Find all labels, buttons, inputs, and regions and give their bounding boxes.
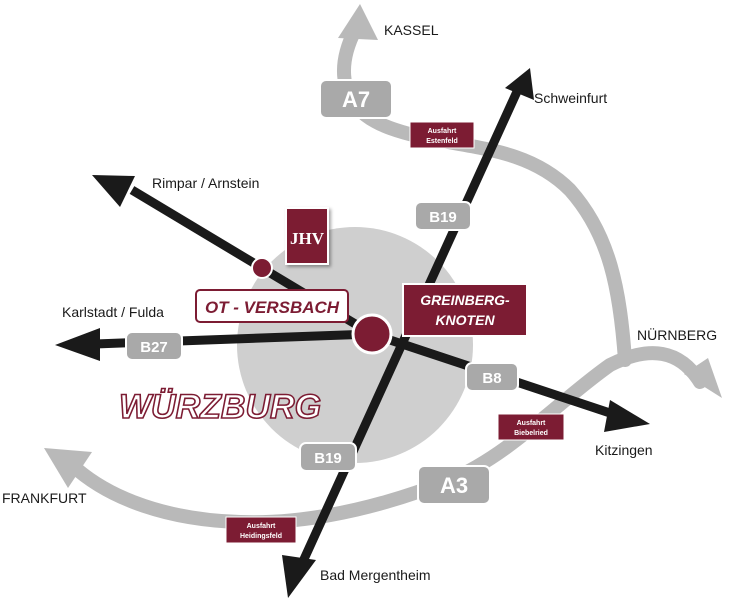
arrow-frankfurt-icon [44,448,92,488]
road-label-b27: B27 [125,331,183,361]
place-bad-mergentheim: Bad Mergentheim [320,567,431,583]
exit-heidingsfeld: Ausfahrt Heidingsfeld [225,516,297,544]
road-label-a7: A7 [319,79,393,119]
exit-estenfeld-line1: Ausfahrt [428,128,457,135]
location-dot-icon [251,257,273,279]
place-kitzingen: Kitzingen [595,442,653,458]
exit-estenfeld-line2: Estenfeld [426,138,458,145]
greinberg-line2: KNOTEN [435,312,495,328]
a7-label: A7 [342,87,370,112]
logo-text: JHV [290,229,325,248]
road-label-a3: A3 [417,465,491,505]
road-label-b19-north: B19 [414,201,472,231]
greinberg-knoten-marker: GREINBERG- KNOTEN [402,283,528,337]
exit-biebelried-line1: Ausfahrt [517,420,546,427]
place-rimpar: Rimpar / Arnstein [152,175,259,191]
arrow-nuernberg-icon [684,358,722,398]
place-kassel: KASSEL [384,22,439,38]
place-karlstadt: Karlstadt / Fulda [62,304,164,320]
b27-label: B27 [140,339,168,356]
ot-versbach-label: OT - VERSBACH [205,298,340,317]
b19-south-label: B19 [314,450,342,467]
place-schweinfurt: Schweinfurt [534,90,607,106]
arrow-schweinfurt-icon [505,68,534,100]
road-label-b8: B8 [465,362,519,392]
arrow-karlstadt-icon [55,328,100,361]
exit-heidingsfeld-line1: Ausfahrt [247,523,276,530]
exit-biebelried-line2: Biebelried [514,430,548,437]
exit-heidingsfeld-line2: Heidingsfeld [240,533,282,540]
jhv-logo-icon: JHV [285,207,329,265]
arrow-kitzingen-icon [604,400,650,432]
place-frankfurt: FRANKFURT [2,490,87,506]
city-name: WÜRZBURG [119,388,321,426]
ot-versbach-marker: OT - VERSBACH [195,289,349,323]
exit-biebelried: Ausfahrt Biebelried [497,413,565,441]
exit-estenfeld: Ausfahrt Estenfeld [409,121,475,149]
arrow-rimpar-icon [92,175,135,207]
greinberg-line1: GREINBERG- [420,292,510,308]
arrow-kassel-icon [338,4,378,40]
b19-north-label: B19 [429,209,457,226]
arrow-badmergentheim-icon [282,555,316,598]
b8-label: B8 [482,370,501,387]
place-nuernberg: NÜRNBERG [637,326,717,343]
road-label-b19-south: B19 [299,442,357,472]
junction-circle-icon [351,313,393,355]
a3-label: A3 [440,473,468,498]
